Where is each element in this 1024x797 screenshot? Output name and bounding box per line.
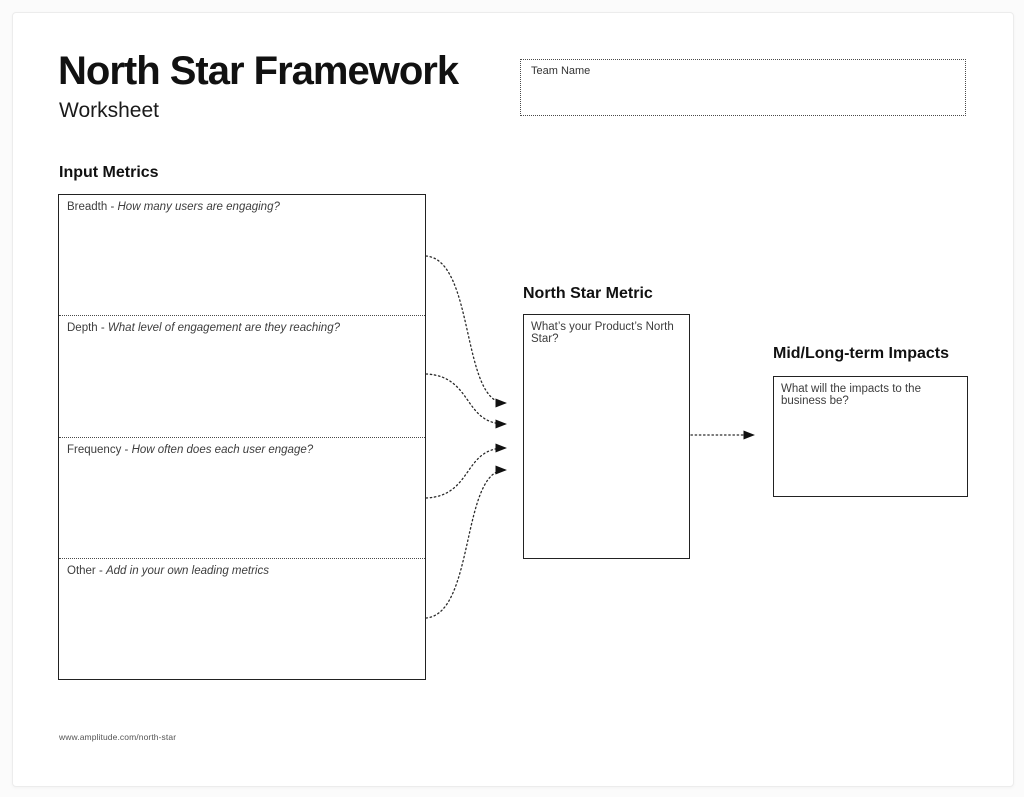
north-star-prompt: What’s your Product’s North Star? xyxy=(531,321,674,345)
north-star-heading: North Star Metric xyxy=(523,285,653,302)
metric-question: How many users are engaging? xyxy=(117,201,280,213)
metric-label-depth: Depth - What level of engagement are the… xyxy=(59,316,425,340)
worksheet-page: North Star Framework Worksheet Team Name… xyxy=(12,12,1014,787)
input-metrics-box: Breadth - How many users are engaging? D… xyxy=(58,194,426,680)
metric-section-breadth[interactable]: Breadth - How many users are engaging? xyxy=(59,195,425,315)
team-name-field[interactable]: Team Name xyxy=(520,59,966,116)
team-name-label: Team Name xyxy=(531,65,591,77)
arrow-depth-to-northstar xyxy=(425,373,507,429)
impacts-prompt: What will the impacts to the business be… xyxy=(781,383,921,407)
arrow-other-to-northstar xyxy=(425,465,507,619)
metric-label-frequency: Frequency - How often does each user eng… xyxy=(59,438,425,462)
metric-prefix: Frequency - xyxy=(67,443,132,456)
metric-label-breadth: Breadth - How many users are engaging? xyxy=(59,195,425,219)
page-title: North Star Framework xyxy=(58,49,459,93)
page-subtitle: Worksheet xyxy=(59,99,159,122)
metric-prefix: Breadth - xyxy=(67,201,118,213)
metric-prefix: Other - xyxy=(67,564,106,577)
metric-section-frequency[interactable]: Frequency - How often does each user eng… xyxy=(59,436,425,558)
impacts-box[interactable]: What will the impacts to the business be… xyxy=(773,376,968,497)
metric-section-other[interactable]: Other - Add in your own leading metrics xyxy=(59,557,425,679)
arrow-breadth-to-northstar xyxy=(425,255,507,408)
north-star-box[interactable]: What’s your Product’s North Star? xyxy=(523,314,690,559)
metric-question: What level of engagement are they reachi… xyxy=(107,322,340,335)
footer-url: www.amplitude.com/north-star xyxy=(59,732,177,742)
impacts-heading: Mid/Long-term Impacts xyxy=(773,345,950,362)
metric-prefix: Depth - xyxy=(67,322,108,335)
metric-question: Add in your own leading metrics xyxy=(105,564,269,577)
metric-label-other: Other - Add in your own leading metrics xyxy=(59,559,425,583)
metric-section-depth[interactable]: Depth - What level of engagement are the… xyxy=(59,315,425,436)
input-metrics-heading: Input Metrics xyxy=(59,164,159,181)
metric-question: How often does each user engage? xyxy=(131,443,314,456)
arrow-frequency-to-northstar xyxy=(425,443,507,499)
